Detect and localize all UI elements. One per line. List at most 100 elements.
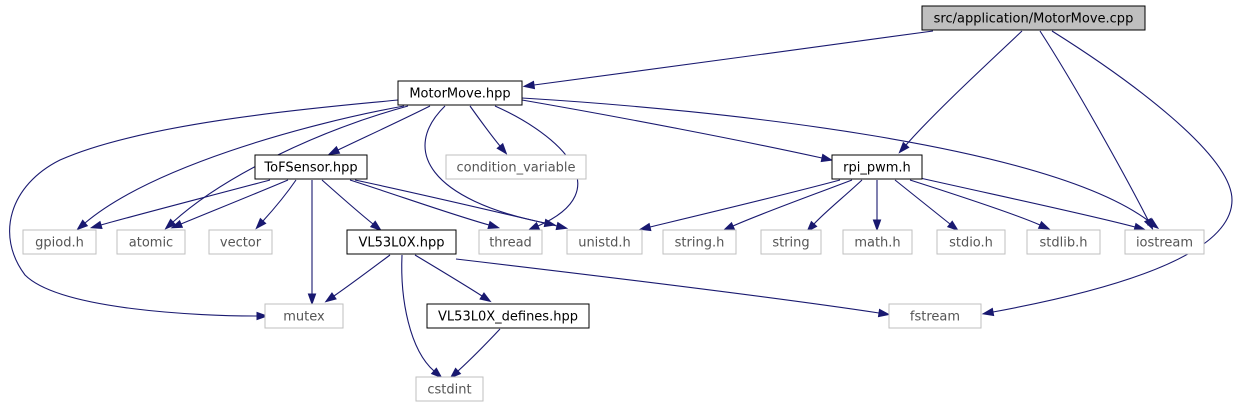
node-label: fstream xyxy=(910,310,960,325)
node-box xyxy=(831,154,923,180)
node-box xyxy=(1026,229,1101,255)
arrowhead-icon xyxy=(324,292,337,303)
node-motormove-hpp[interactable]: MotorMove.hpp xyxy=(397,80,523,106)
arrowhead-icon xyxy=(449,367,462,379)
node-fstream: fstream xyxy=(888,303,982,329)
edge-line xyxy=(469,105,501,147)
arrowhead-icon xyxy=(487,220,501,230)
arrowhead-icon xyxy=(522,80,536,90)
edge-line xyxy=(100,179,271,226)
node-label: ToFSensor.hpp xyxy=(263,161,357,176)
edge-motormove-cpp-to-motormove-hpp xyxy=(522,30,934,90)
edge-line xyxy=(349,179,490,226)
node-label: string.h xyxy=(675,236,725,251)
arrowhead-icon xyxy=(307,293,317,306)
edge-line xyxy=(84,105,405,224)
edge-line xyxy=(905,30,1023,146)
node-atomic: atomic xyxy=(116,229,186,255)
edge-line xyxy=(424,105,546,224)
arrowhead-icon xyxy=(638,222,652,232)
arrowhead-icon xyxy=(1133,222,1147,232)
arrowhead-icon xyxy=(527,221,541,231)
node-box xyxy=(346,229,457,255)
node-tofsensor-hpp[interactable]: ToFSensor.hpp xyxy=(254,154,368,180)
node-string-h: string.h xyxy=(662,229,737,255)
node-label: string xyxy=(772,236,809,251)
node-condition-variable: condition_variable xyxy=(445,154,587,180)
arrowhead-icon xyxy=(722,221,736,231)
node-label: cstdint xyxy=(427,383,471,398)
edge-tofsensor-hpp-to-vl53l0x-hpp xyxy=(321,179,382,232)
node-box xyxy=(1124,229,1205,255)
arrowhead-icon xyxy=(1037,220,1051,230)
node-iostream: iostream xyxy=(1124,229,1205,255)
arrowhead-icon xyxy=(479,292,492,303)
node-label: MotorMove.hpp xyxy=(409,87,510,102)
edge-vl53l0x-hpp-to-fstream xyxy=(455,258,891,318)
edge-vl53l0x-hpp-to-vl53l0x-defines-hpp xyxy=(414,254,492,303)
node-string: string xyxy=(760,229,822,255)
arrowhead-icon xyxy=(946,220,959,232)
node-box xyxy=(264,303,344,329)
node-vl53l0x-defines-hpp[interactable]: VL53L0X_defines.hpp xyxy=(426,303,590,329)
node-vl53l0x-hpp[interactable]: VL53L0X.hpp xyxy=(346,229,457,255)
edge-tofsensor-hpp-to-vector xyxy=(255,179,297,230)
node-math-h: math.h xyxy=(842,229,913,255)
arrowhead-icon xyxy=(496,142,508,155)
node-label: src/application/MotorMove.cpp xyxy=(934,12,1134,27)
node-unistd-h: unistd.h xyxy=(566,229,643,255)
edge-line xyxy=(533,30,934,86)
arrowhead-icon xyxy=(981,307,995,317)
edge-motormove-hpp-to-mutex xyxy=(9,99,399,321)
node-label: iostream xyxy=(1136,236,1193,251)
arrowhead-icon xyxy=(1146,218,1160,230)
node-box xyxy=(415,376,484,402)
arrowhead-icon xyxy=(255,217,267,230)
edge-rpi-pwm-h-to-string xyxy=(806,179,863,233)
arrowhead-icon xyxy=(76,219,89,231)
node-box xyxy=(116,229,186,255)
edge-vl53l0x-defines-hpp-to-cstdint xyxy=(449,328,501,379)
node-motormove-cpp[interactable]: src/application/MotorMove.cpp xyxy=(921,5,1146,31)
edge-rpi-pwm-h-to-stdio-h xyxy=(894,179,959,232)
edge-motormove-hpp-to-rpi-pwm-h xyxy=(521,99,834,163)
arrowhead-icon xyxy=(89,220,103,230)
arrowhead-icon xyxy=(430,367,443,379)
node-box xyxy=(254,154,368,180)
edge-line xyxy=(354,179,558,227)
edge-tofsensor-hpp-to-gpiod-h xyxy=(89,179,271,230)
edge-tofsensor-hpp-to-unistd-h xyxy=(354,179,569,231)
edge-rpi-pwm-h-to-math-h xyxy=(872,179,882,232)
node-box xyxy=(662,229,737,255)
node-thread: thread xyxy=(478,229,543,255)
node-cstdint: cstdint xyxy=(415,376,484,402)
edge-motormove-cpp-to-rpi-pwm-h xyxy=(898,30,1023,154)
edge-vl53l0x-hpp-to-mutex xyxy=(324,254,391,303)
node-box xyxy=(921,5,1146,31)
arrowhead-icon xyxy=(820,153,834,163)
edge-line xyxy=(992,30,1233,313)
edge-line xyxy=(262,179,297,222)
node-label: atomic xyxy=(129,236,173,251)
edge-line xyxy=(1039,30,1149,221)
node-gpiod-h: gpiod.h xyxy=(22,229,97,255)
node-stdlib-h: stdlib.h xyxy=(1026,229,1101,255)
edge-line xyxy=(455,258,880,314)
edge-line xyxy=(732,179,853,227)
node-box xyxy=(566,229,643,255)
edge-tofsensor-hpp-to-atomic xyxy=(170,179,289,229)
node-box xyxy=(842,229,913,255)
arrowhead-icon xyxy=(806,220,818,233)
edge-line xyxy=(521,99,823,159)
node-label: vector xyxy=(220,236,262,251)
edge-line xyxy=(9,99,399,317)
node-rpi-pwm-h[interactable]: rpi_pwm.h xyxy=(831,154,923,180)
edge-motormove-hpp-to-iostream xyxy=(521,97,1160,230)
edge-line xyxy=(919,177,1136,228)
node-box xyxy=(397,80,523,106)
node-label: VL53L0X.hpp xyxy=(359,236,445,251)
node-label: stdlib.h xyxy=(1040,236,1088,251)
arrowhead-icon xyxy=(877,308,891,318)
node-box xyxy=(936,229,1006,255)
